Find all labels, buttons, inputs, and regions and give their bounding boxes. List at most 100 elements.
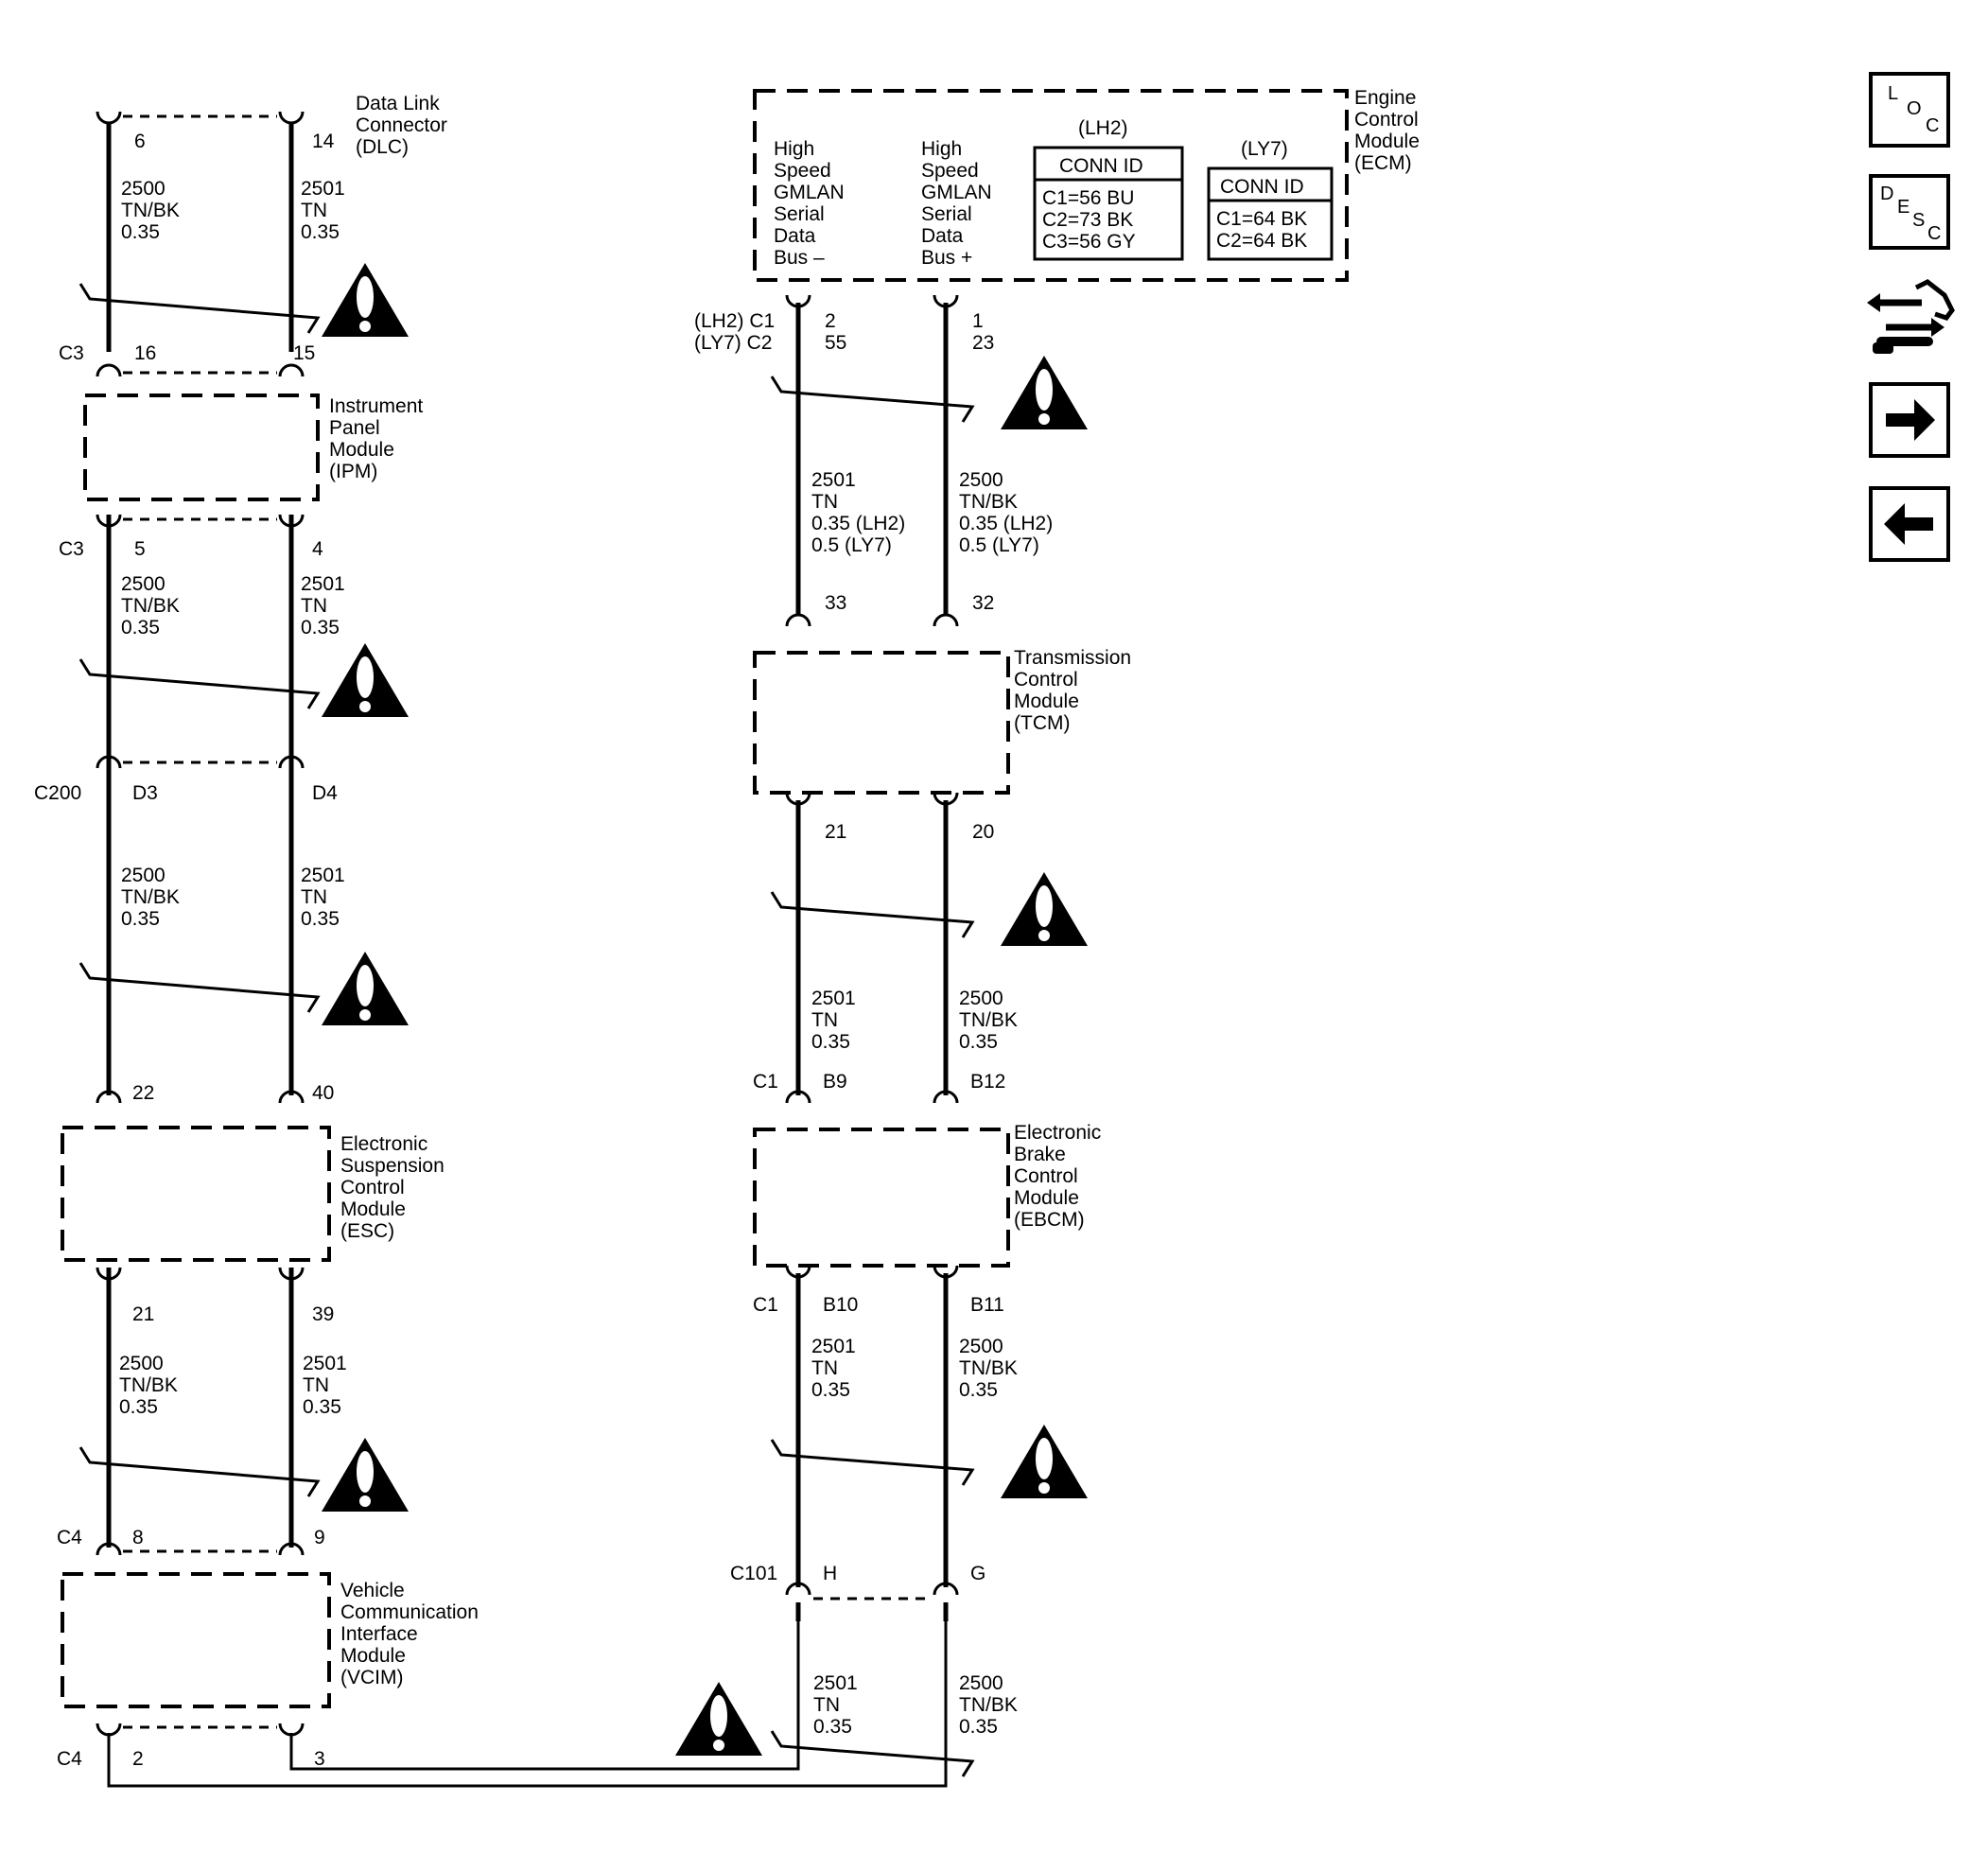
text-line: Panel [329, 417, 380, 439]
pin: 8 [132, 1527, 144, 1548]
desc-letter: S [1912, 210, 1926, 231]
text-line: (LY7) C2 [694, 332, 772, 354]
text-line: 2501 [301, 178, 345, 200]
text-line: 2501 [813, 1672, 858, 1694]
pin: B9 [823, 1071, 847, 1093]
loc-letter: C [1926, 115, 1940, 136]
pin: B12 [970, 1071, 1005, 1093]
text-line: TN/BK [959, 1357, 1018, 1379]
ecm-box [753, 89, 1349, 282]
text-line: High [921, 138, 962, 160]
connector-end-view-icon[interactable] [1867, 274, 1956, 359]
previous-button[interactable] [1869, 486, 1950, 562]
text-line: 2500 [959, 1672, 1003, 1694]
pin: 22 [132, 1082, 154, 1104]
warning-icon [1001, 356, 1088, 429]
c200-label: C200 [34, 782, 81, 804]
right-pin-caps [785, 294, 959, 1596]
next-button[interactable] [1869, 382, 1950, 458]
text-line: Module [329, 439, 394, 461]
warning-icon [322, 263, 409, 337]
text-line: 0.35 (LH2) [959, 513, 1053, 534]
text-line: 2500 [959, 469, 1003, 491]
pin: 39 [312, 1303, 334, 1325]
text-line: 2500 [959, 1336, 1003, 1357]
text-line: 2500 [119, 1353, 164, 1374]
pin: 21 [132, 1303, 154, 1325]
pin: 20 [972, 821, 994, 843]
pin: 14 [312, 131, 335, 152]
text-line: Module [1014, 691, 1079, 712]
text-line: Brake [1014, 1144, 1066, 1165]
text-line: GMLAN [774, 182, 845, 203]
text-line: 0.35 [301, 221, 340, 243]
text-line: Connector [356, 114, 447, 136]
text-line: Instrument [329, 395, 423, 417]
text-line: Vehicle [340, 1580, 405, 1601]
pin: 40 [312, 1082, 334, 1104]
text-line: TN/BK [959, 1694, 1018, 1716]
text-line: C1=64 BK [1216, 208, 1307, 230]
text-line: Interface [340, 1623, 418, 1645]
pin: B10 [823, 1294, 858, 1316]
loc-button[interactable]: L O C [1869, 72, 1950, 148]
ebcm-box [753, 1128, 1010, 1268]
ly7-header: CONN ID [1220, 176, 1304, 198]
text-line: (VCIM) [340, 1667, 404, 1688]
desc-letter: D [1880, 184, 1894, 204]
text-line: (LH2) C1 [694, 310, 775, 332]
text-line: Control [1014, 1165, 1078, 1187]
text-line: TN [301, 886, 327, 908]
pin: D4 [312, 782, 338, 804]
desc-button[interactable]: D E S C [1869, 174, 1950, 250]
text-line: (DLC) [356, 136, 409, 158]
left-connector-dashes [123, 114, 277, 1729]
c4-top-label: C4 [57, 1527, 82, 1548]
text-line: 2500 [959, 988, 1003, 1009]
left-break-marks [78, 283, 321, 1497]
c1-bottom-label: C1 [753, 1294, 778, 1316]
ecm-connector-label: (LH2) C1(LY7) C2 [694, 310, 775, 354]
vcim-box [61, 1572, 331, 1708]
text-line: 2501 [811, 988, 856, 1009]
ipm-box [83, 394, 320, 501]
text-line: Electronic [340, 1133, 427, 1155]
text-line: Communication [340, 1601, 479, 1623]
text-line: TN [811, 1009, 838, 1031]
esc-box [61, 1126, 331, 1262]
next-arrow-icon [1886, 399, 1935, 441]
text-line: TN/BK [121, 886, 180, 908]
left-wires [106, 123, 948, 1788]
text-line: Engine [1354, 87, 1416, 109]
text-line: Serial [921, 203, 972, 225]
text-line: TN [301, 200, 327, 221]
text-line: Speed [921, 160, 979, 182]
text-line: Module [1354, 131, 1420, 152]
text-line: 0.5 (LY7) [959, 534, 1039, 556]
text-line: 55 [825, 332, 846, 354]
warning-icon [675, 1682, 762, 1756]
text-line: C3=56 GY [1042, 231, 1136, 253]
loc-letter: O [1907, 98, 1922, 119]
text-line: 0.35 [121, 617, 160, 638]
text-line: TN [811, 1357, 838, 1379]
c101-label: C101 [730, 1563, 777, 1584]
text-line: Control [1354, 109, 1419, 131]
text-line: 0.35 [119, 1396, 158, 1418]
